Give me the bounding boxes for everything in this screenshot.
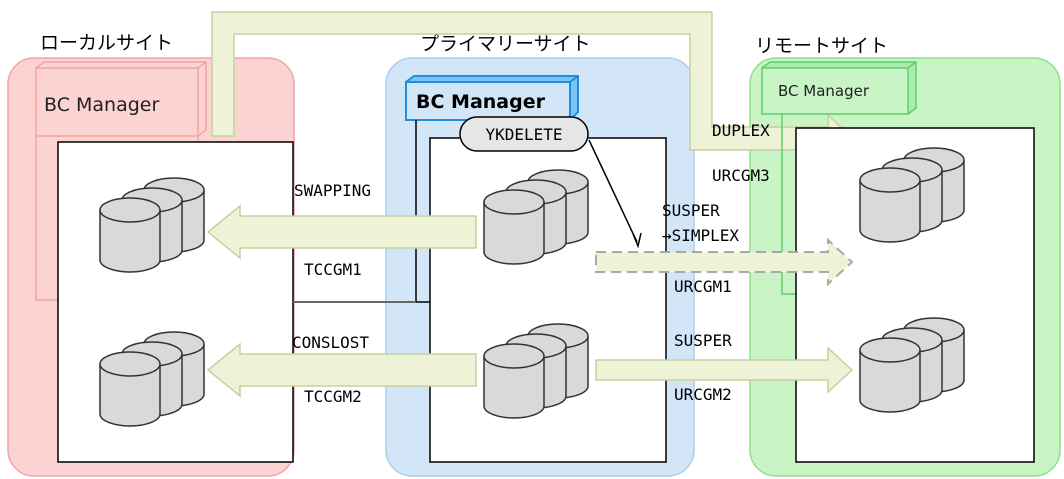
remote-site-title: リモートサイト	[755, 35, 888, 57]
primary-bc-manager-label: BC Manager	[416, 91, 546, 113]
urcgm1-arrow	[595, 237, 854, 287]
local-bc-manager-label: BC Manager	[44, 94, 159, 116]
urcgm3-status: DUPLEX	[712, 121, 770, 140]
tccgm2-arrow	[206, 342, 477, 398]
tccgm1-status: SWAPPING	[294, 181, 371, 200]
tccgm1-arrow	[206, 204, 477, 260]
urcgm2-group: URCGM2	[674, 385, 732, 404]
primary-site-title: プライマリーサイト	[420, 33, 591, 55]
urcgm2-arrow	[595, 346, 854, 394]
ykdelete-label: YKDELETE	[485, 125, 562, 144]
remote-bc-manager: BC Manager	[761, 61, 917, 295]
primary-bc-manager: BC Manager	[405, 75, 579, 303]
urcgm1-status-line2: →SIMPLEX	[662, 226, 739, 245]
urcgm2-status: SUSPER	[674, 331, 732, 350]
urcgm3-group: URCGM3	[712, 166, 770, 185]
tccgm1-group: TCCGM1	[304, 260, 362, 279]
urcgm1-group: URCGM1	[674, 277, 732, 296]
urcgm1-status-line1: SUSPER	[662, 201, 720, 220]
local-site-title: ローカルサイト	[40, 32, 173, 54]
tccgm2-group: TCCGM2	[304, 387, 362, 406]
ykdelete-pointer	[588, 139, 638, 243]
ykdelete-command: YKDELETE	[459, 116, 589, 152]
remote-bc-manager-label: BC Manager	[778, 82, 870, 100]
tccgm2-status: CONSLOST	[292, 333, 369, 352]
